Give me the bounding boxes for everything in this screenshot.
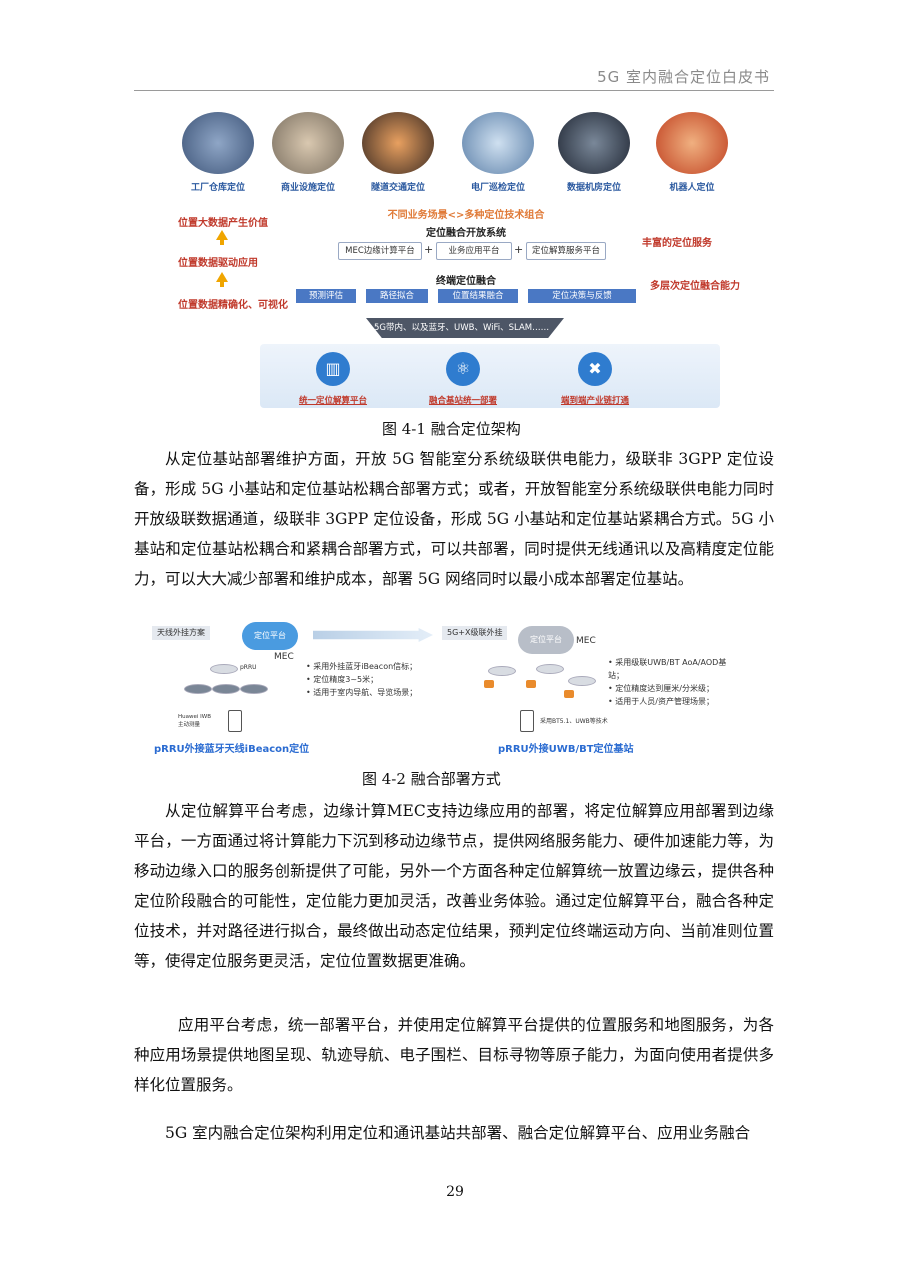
right-bullet: 采用级联UWB/BT AoA/AOD基站； <box>608 658 727 680</box>
scene-label: 工厂仓库定位 <box>190 183 245 193</box>
tools-icon: ✖ <box>578 352 612 386</box>
scene-label: 隧道交通定位 <box>370 183 425 193</box>
uwb-anchor-icon <box>564 690 574 698</box>
right-bullet: 定位精度达到厘米/分米级； <box>615 684 714 693</box>
beacon-icon <box>240 684 268 694</box>
tech-banner: 5G带内、以及蓝牙、UWB、WiFi、SLAM…… <box>366 318 564 338</box>
prru-device-icon <box>488 666 516 676</box>
figure-fusion-deployment: 天线外挂方案 定位平台 MEC • 采用外挂蓝牙iBeacon信标； • 定位精… <box>148 620 738 758</box>
prru-device-icon <box>568 676 596 686</box>
transition-arrow-icon <box>313 628 433 642</box>
page-number: 29 <box>446 1184 464 1200</box>
bottom-label: 融合基站统一部署 <box>428 396 497 406</box>
prru-device-icon <box>536 664 564 674</box>
bottom-label: 端到端产业链打通 <box>560 396 629 406</box>
uwb-anchor-icon <box>526 680 536 688</box>
right-figure-title: pRRU外接UWB/BT定位基站 <box>498 744 634 755</box>
terminal-box: 定位决策与反馈 <box>528 289 636 303</box>
scene-label: 数据机房定位 <box>566 183 621 193</box>
terminal-box: 路径拟合 <box>366 289 428 303</box>
scene-commercial-image <box>272 112 344 174</box>
scene-label: 商业设施定位 <box>280 183 335 193</box>
up-arrow-icon <box>216 230 228 245</box>
left-mec-label: MEC <box>274 652 294 662</box>
beacon-icon <box>212 684 240 694</box>
terminal-title: 终端定位融合 <box>436 276 496 287</box>
scene-factory-warehouse-image <box>182 112 254 174</box>
open-system-box: MEC边缘计算平台 <box>338 242 422 260</box>
scene-power-plant-image <box>462 112 534 174</box>
scene-label: 机器人定位 <box>669 183 715 193</box>
right-cloud: 定位平台 <box>518 626 574 654</box>
up-arrow-icon <box>216 272 228 287</box>
right-bullet: 适用于人员/资产管理场景； <box>615 697 714 706</box>
paragraph-architecture: 5G 室内融合定位架构利用定位和通讯基站共部署、融合定位解算平台、应用业务融合 <box>165 1124 751 1142</box>
terminal-box: 位置结果融合 <box>438 289 518 303</box>
scene-data-center-image <box>558 112 630 174</box>
phone-icon <box>228 710 242 732</box>
paragraph-deployment: 从定位基站部署维护方面，开放 5G 智能室分系统级联供电能力，级联非 3GPP … <box>134 450 774 588</box>
scene-tunnel-image <box>362 112 434 174</box>
prru-label: pRRU <box>240 664 257 671</box>
left-bullet: 适用于室内导航、导览场景； <box>313 688 418 697</box>
open-system-title: 定位融合开放系统 <box>426 228 506 239</box>
left-bullet: 采用外挂蓝牙iBeacon信标； <box>313 662 418 671</box>
left-label-drive: 位置数据驱动应用 <box>178 258 258 269</box>
figure-fusion-architecture: 工厂仓库定位 商业设施定位 隧道交通定位 电厂巡检定位 数据机房定位 机器人定位… <box>168 112 753 410</box>
paragraph-application: 应用平台考虑，统一部署平台，并使用定位解算平台提供的位置服务和地图服务，为各种应… <box>134 1016 774 1094</box>
terminal-box: 预测评估 <box>296 289 356 303</box>
beacon-icon <box>184 684 212 694</box>
right-scheme-tag: 5G+X级联外挂 <box>442 626 508 640</box>
chart-icon: ▥ <box>316 352 350 386</box>
prru-device-icon <box>210 664 238 674</box>
left-scheme-tag: 天线外挂方案 <box>152 626 210 640</box>
open-system-box: 定位解算服务平台 <box>526 242 606 260</box>
scene-robot-image <box>656 112 728 174</box>
right-label-capability: 多层次定位融合能力 <box>650 281 740 292</box>
left-bullet: 定位精度3~5米； <box>313 675 379 684</box>
left-label-value: 位置大数据产生价值 <box>178 218 268 229</box>
uwb-anchor-icon <box>484 680 494 688</box>
plus-sign: + <box>424 243 434 256</box>
left-label-visual: 位置数据精确化、可视化 <box>178 300 288 311</box>
phone-icon <box>520 710 534 732</box>
figure1-caption: 图 4-1 融合定位架构 <box>382 420 521 438</box>
scene-label: 电厂巡检定位 <box>470 183 525 193</box>
tech-note: 采用BT5.1、UWB等技术 <box>540 718 608 725</box>
left-cloud: 定位平台 <box>242 622 298 650</box>
right-mec-label: MEC <box>576 636 596 646</box>
right-bullets: • 采用级联UWB/BT AoA/AOD基站； • 定位精度达到厘米/分米级； … <box>608 658 727 706</box>
scene-tech-banner: 不同业务场景<>多种定位技术组合 <box>387 210 545 221</box>
page-header: 5G 室内融合定位白皮书 <box>134 62 774 91</box>
right-label-services: 丰富的定位服务 <box>642 238 712 249</box>
left-figure-title: pRRU外接蓝牙天线iBeacon定位 <box>154 744 310 755</box>
left-bullets: • 采用外挂蓝牙iBeacon信标； • 定位精度3~5米； • 适用于室内导航… <box>306 662 418 697</box>
figure2-caption: 图 4-2 融合部署方式 <box>362 770 501 788</box>
paragraph-platform: 从定位解算平台考虑，边缘计算MEC支持边缘应用的部署，将定位解算应用部署到边缘平… <box>134 802 774 970</box>
device-note: Huawei IWB 主动测量 <box>178 714 211 728</box>
plus-sign: + <box>514 243 524 256</box>
header-title: 5G 室内融合定位白皮书 <box>597 68 770 86</box>
bottom-label: 统一定位解算平台 <box>298 396 367 406</box>
atom-icon: ⚛ <box>446 352 480 386</box>
open-system-box: 业务应用平台 <box>436 242 512 260</box>
